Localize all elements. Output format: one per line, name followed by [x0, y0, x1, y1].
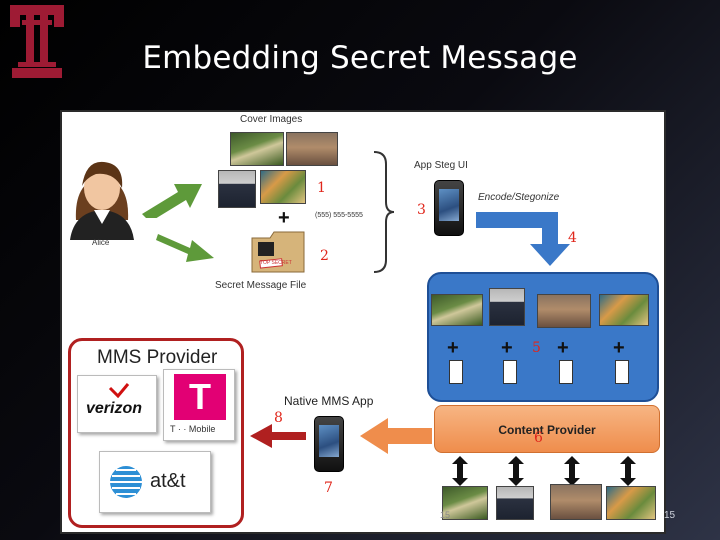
- content-provider-box: Content Provider: [434, 405, 660, 453]
- bracket-icon: [373, 151, 395, 273]
- orange-arrow-icon: [360, 418, 432, 454]
- step-1-label: 1: [317, 180, 326, 196]
- double-arrows-icon: [452, 456, 636, 486]
- plus-icon: +: [278, 207, 290, 229]
- cover-image-person: [218, 170, 256, 208]
- stamp-text: TOP SECRET: [260, 260, 292, 266]
- stego-image-art: [606, 486, 656, 520]
- t-mobile-logo: T T · · Mobile: [163, 369, 235, 441]
- step-4-label: 4: [568, 230, 577, 246]
- steg-phone-icon: [434, 180, 464, 236]
- step-8-label: 8: [274, 410, 283, 426]
- slide-title: Embedding Secret Message: [142, 40, 578, 76]
- green-arrow-down-icon: [156, 234, 214, 262]
- alice-label: Alice: [92, 238, 110, 247]
- att-logo: at&t: [99, 451, 211, 513]
- encode-stegonize-label: Encode/Stegonize: [478, 192, 560, 203]
- step-6-label: 6: [534, 430, 543, 446]
- red-arrow-icon: [250, 424, 306, 448]
- mms-provider-box: MMS Provider verizon T T · · Mobile at&t: [68, 338, 244, 528]
- native-mms-app-label: Native MMS App: [284, 394, 374, 408]
- verizon-check-icon: [108, 383, 130, 398]
- att-globe-icon: [110, 466, 142, 498]
- green-arrow-up-icon: [142, 184, 202, 218]
- stego-image-forest: [442, 486, 488, 520]
- page-number-small: 15: [440, 510, 451, 520]
- secret-message-file-label: Secret Message File: [215, 280, 307, 291]
- temple-logo-icon: [10, 5, 64, 78]
- step-5-label: 5: [532, 340, 541, 356]
- embedding-diagram: Alice Cover Images 1 + (555) 555-5555 TO…: [60, 110, 666, 534]
- stego-image-person: [496, 486, 534, 520]
- step-3-label: 3: [417, 202, 426, 218]
- phone-number-label: (555) 555-5555: [315, 212, 363, 219]
- secret-file-folder-icon: [251, 231, 305, 273]
- cover-image-art: [260, 170, 306, 204]
- stego-embedding-box: + + + +: [427, 272, 659, 402]
- verizon-logo: verizon: [77, 375, 157, 433]
- blue-arrow-icon: [476, 212, 570, 266]
- app-steg-ui-label: App Steg UI: [414, 160, 468, 171]
- mms-provider-title: MMS Provider: [97, 347, 218, 368]
- mms-phone-icon: [314, 416, 344, 472]
- page-number: 15: [664, 510, 676, 521]
- cover-images-label: Cover Images: [240, 114, 303, 125]
- stego-image-mars: [550, 484, 602, 520]
- alice-avatar-icon: [70, 161, 134, 240]
- step-7-label: 7: [324, 480, 333, 496]
- cover-image-forest: [230, 132, 284, 166]
- step-2-label: 2: [320, 248, 329, 264]
- cover-image-mars: [286, 132, 338, 166]
